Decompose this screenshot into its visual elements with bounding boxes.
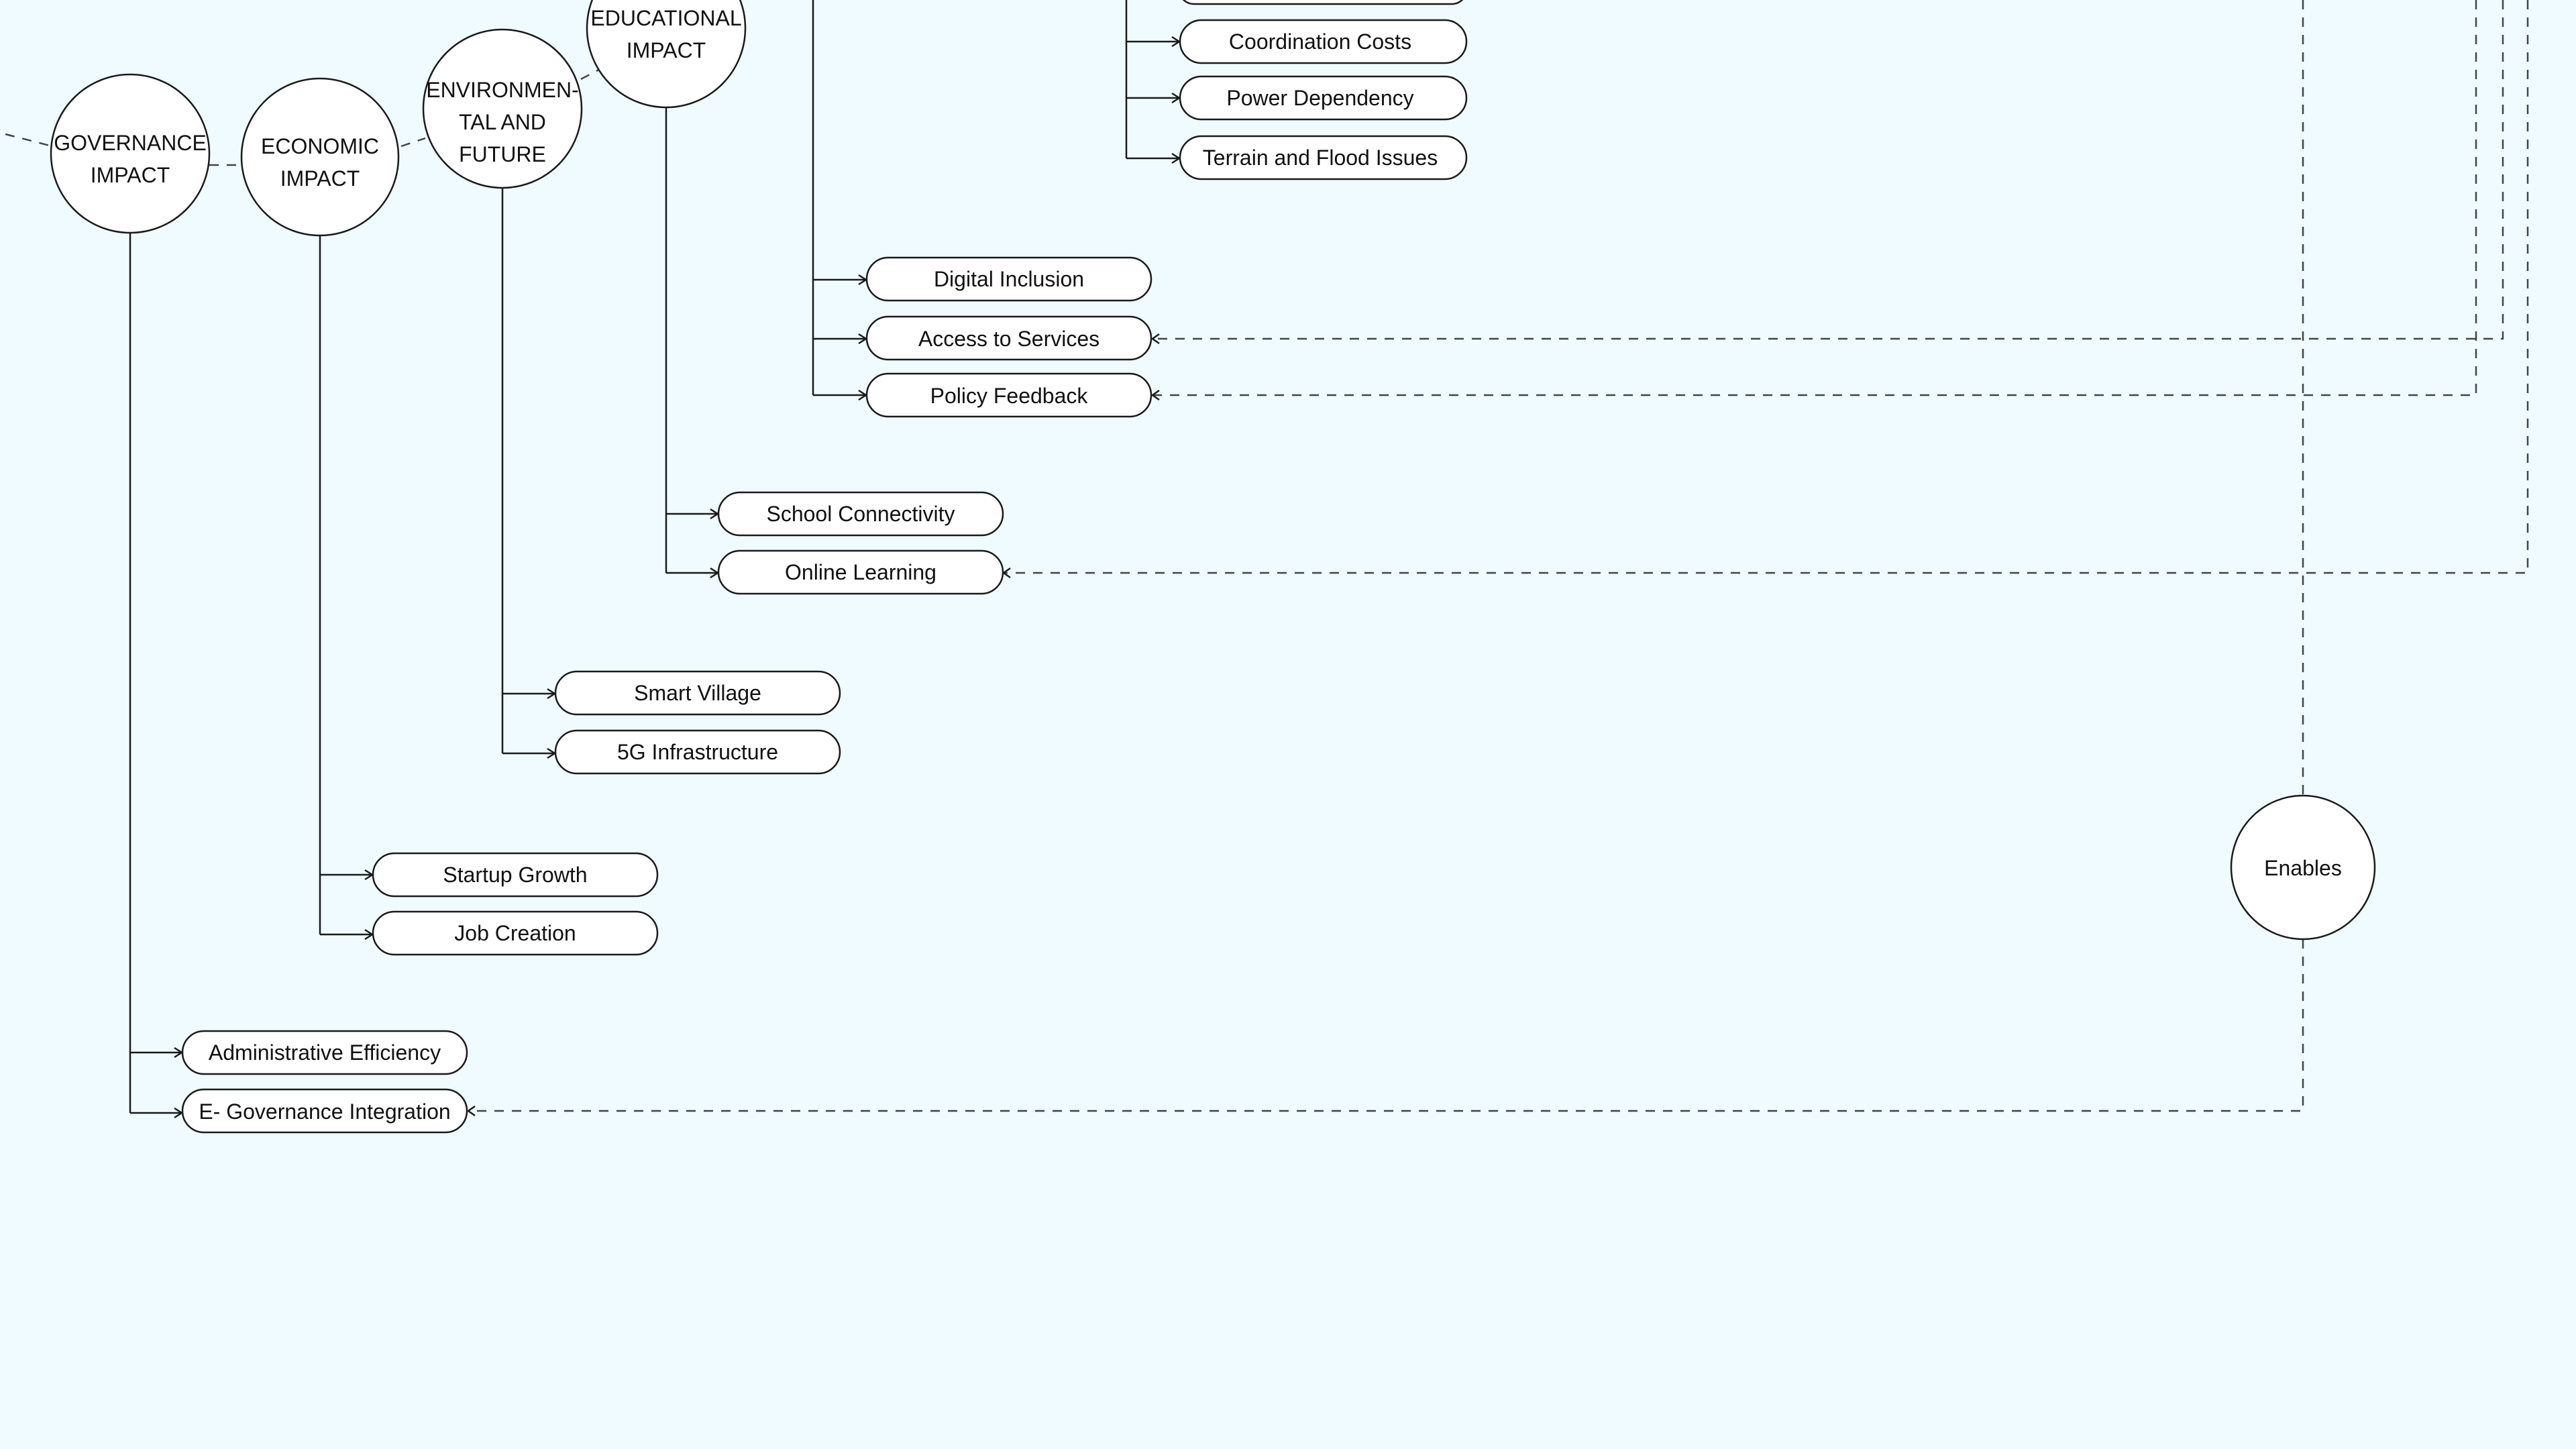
leaf-label: Policy Feedback: [930, 384, 1089, 408]
leaf-school-connectivity[interactable]: School Connectivity: [717, 491, 1004, 537]
leaf-label: E- Governance Integration: [199, 1099, 450, 1124]
hub-enables[interactable]: Enables: [2230, 794, 2376, 941]
hub-label-line: Enables: [2264, 856, 2342, 880]
leaf-label: Coordination Costs: [1229, 30, 1411, 54]
leaf-terrain-and-flood-issues[interactable]: Terrain and Flood Issues: [1179, 135, 1468, 180]
leaf-label: Digital Inclusion: [934, 267, 1084, 291]
leaf-label: Smart Village: [634, 681, 761, 705]
leaf-label: Access to Services: [918, 327, 1099, 351]
hub-label-line: ENVIRONMEN-: [426, 78, 579, 102]
hub-label-line: TAL AND: [459, 110, 546, 134]
leaf-label: School Connectivity: [766, 502, 955, 526]
leaf-coordination-costs[interactable]: Coordination Costs: [1179, 19, 1468, 64]
leaf-label: Online Learning: [785, 560, 936, 584]
leaf-label: Administrative Efficiency: [209, 1040, 441, 1065]
hub-governance-impact[interactable]: GOVERNANCE IMPACT: [50, 73, 211, 234]
hub-economic-impact[interactable]: ECONOMIC IMPACT: [240, 77, 400, 237]
leaf-policy-feedback[interactable]: Policy Feedback: [865, 372, 1152, 418]
leaf-label: Power Dependency: [1226, 86, 1413, 110]
hub-label-line: IMPACT: [280, 166, 360, 191]
hub-label-line: IMPACT: [91, 163, 170, 187]
leaf-label: Job Creation: [454, 921, 576, 945]
leaf-power-dependency[interactable]: Power Dependency: [1179, 75, 1468, 121]
leaf-label: Terrain and Flood Issues: [1203, 146, 1438, 170]
hub-educational-impact[interactable]: EDUCATIONAL IMPACT: [586, 0, 747, 109]
leaf-offscreen-partial[interactable]: [1179, 0, 1467, 5]
leaf-label: 5G Infrastructure: [617, 740, 778, 764]
hub-label-line: GOVERNANCE: [54, 131, 207, 155]
leaf-label: Startup Growth: [443, 863, 587, 887]
hub-label-line: IMPACT: [627, 38, 706, 62]
leaf-access-to-services[interactable]: Access to Services: [865, 315, 1152, 361]
leaf-smart-village[interactable]: Smart Village: [554, 670, 841, 716]
branch-connectors: [129, 0, 1179, 1114]
leaf-5g-infrastructure[interactable]: 5G Infrastructure: [554, 729, 841, 775]
leaf-e-governance-integration[interactable]: E- Governance Integration: [181, 1088, 468, 1134]
cross-links: [470, 0, 2529, 1112]
cross-link-arrowheads: [466, 333, 1160, 1117]
leaf-administrative-efficiency[interactable]: Administrative Efficiency: [181, 1030, 468, 1075]
leaf-online-learning[interactable]: Online Learning: [717, 549, 1004, 595]
hub-label-line: EDUCATIONAL: [590, 6, 741, 30]
leaf-job-creation[interactable]: Job Creation: [372, 910, 659, 956]
hub-label-line: ECONOMIC: [261, 134, 379, 158]
hub-label-line: FUTURE: [459, 142, 546, 166]
hub-environmental-and-future[interactable]: ENVIRONMEN- TAL AND FUTURE: [422, 28, 583, 189]
leaf-startup-growth[interactable]: Startup Growth: [372, 852, 659, 898]
leaf-digital-inclusion[interactable]: Digital Inclusion: [865, 256, 1152, 302]
